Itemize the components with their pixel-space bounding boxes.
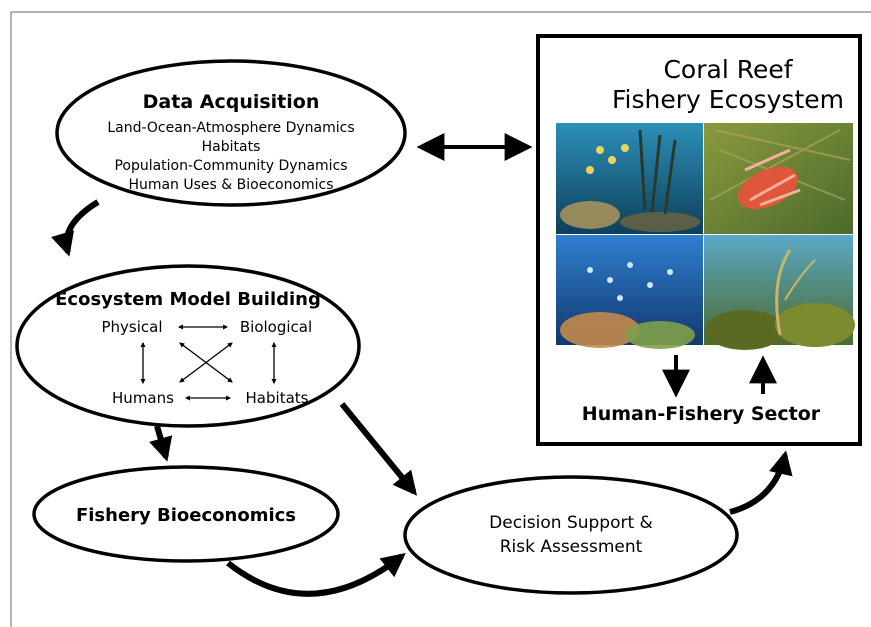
node-humans: Humans: [112, 389, 174, 407]
data-acquisition-item: Human Uses & Bioeconomics: [128, 177, 333, 193]
reef-photo-fish-and-coral: [556, 235, 703, 349]
model-building-title: Ecosystem Model Building: [55, 289, 321, 310]
human-fishery-sector-label: Human-Fishery Sector: [582, 403, 821, 425]
decision-line2: Risk Assessment: [500, 537, 643, 557]
data-acquisition-item: Population-Community Dynamics: [114, 158, 347, 174]
reef-photo-collage: [556, 123, 855, 350]
reef-photo-fish-school: [556, 123, 703, 234]
bioeconomics-title: Fishery Bioeconomics: [76, 505, 296, 526]
decision-line1: Decision Support &: [489, 513, 653, 533]
reef-photo-soft-coral: [704, 235, 855, 350]
coral-reef-title-line2: Fishery Ecosystem: [612, 85, 844, 114]
coral-reef-box: Coral Reef Fishery Ecosystem: [536, 34, 862, 446]
data-acquisition-item: Habitats: [202, 139, 261, 155]
coral-reef-title-line1: Coral Reef: [663, 55, 793, 84]
node-habitats: Habitats: [246, 389, 309, 407]
data-acquisition-title: Data Acquisition: [143, 91, 320, 113]
model-building-node: Ecosystem Model Building Physical Biolog…: [15, 264, 361, 428]
arrow-data-to-model: [51, 199, 100, 257]
data-acquisition-node: Data Acquisition Land-Ocean-Atmosphere D…: [55, 59, 407, 207]
arrow-model-to-decision: [339, 402, 418, 496]
node-biological: Biological: [240, 318, 312, 336]
decision-support-node: Decision Support & Risk Assessment: [403, 475, 739, 595]
arrow-bioeconomics-to-decision: [226, 553, 406, 597]
bioeconomics-node: Fishery Bioeconomics: [32, 465, 340, 563]
reef-photo-lionfish: [704, 123, 853, 234]
link-biological-humans: [179, 342, 233, 383]
arrow-decision-to-fishery-sector: [729, 450, 793, 515]
node-physical: Physical: [101, 318, 162, 336]
data-acquisition-item: Land-Ocean-Atmosphere Dynamics: [107, 120, 354, 136]
arrow-model-to-bioeconomics: [149, 425, 173, 462]
